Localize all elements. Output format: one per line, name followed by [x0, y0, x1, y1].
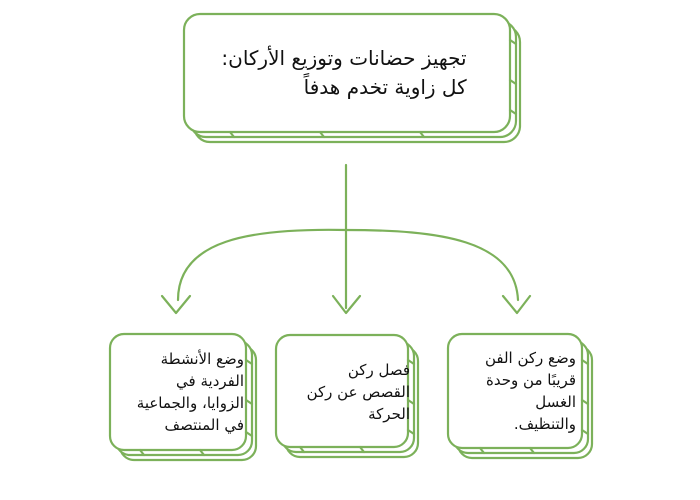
child-box-2	[274, 333, 420, 459]
main-box-label: تجهيز حضانات وتوزيع الأركان: كل زاوية تخ…	[190, 22, 498, 124]
child-box-1	[446, 332, 594, 460]
child-box-3-label: وضع الأنشطة الفردية في الزوايا، والجماعي…	[116, 338, 244, 446]
arrow-left	[160, 294, 192, 315]
child-box-3-text: وضع الأنشطة الفردية في الزوايا، والجماعي…	[136, 350, 244, 434]
arrow-right	[501, 294, 532, 315]
arrow-middle	[331, 294, 362, 315]
child-box-2-label: فصل ركن القصص عن ركن الحركة	[286, 340, 410, 444]
child-box-1-text: وضع ركن الفن قريبًا من وحدة الغسل والتنظ…	[484, 349, 576, 433]
main-box	[182, 12, 522, 144]
connector-branches	[176, 228, 520, 302]
child-box-1-label: وضع ركن الفن قريبًا من وحدة الغسل والتنظ…	[452, 338, 576, 444]
child-box-2-text: فصل ركن القصص عن ركن الحركة	[306, 361, 410, 423]
main-box-text: تجهيز حضانات وتوزيع الأركان: كل زاوية تخ…	[221, 46, 467, 99]
child-box-3	[108, 332, 258, 462]
